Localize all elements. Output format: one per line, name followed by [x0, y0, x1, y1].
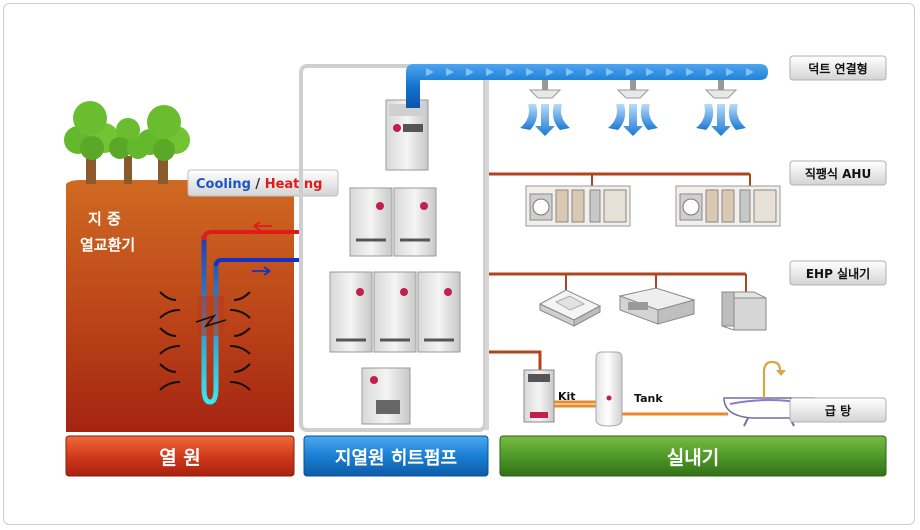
type-tag-duct-label: 덕트 연결형	[808, 61, 867, 76]
tree-icon	[64, 101, 119, 184]
footer-heat-source: 열 원	[65, 435, 295, 477]
borehole-shade	[198, 296, 224, 336]
tank-label: Tank	[634, 392, 663, 405]
duct-flow-arrows	[426, 68, 754, 76]
air-diffuser-icon	[696, 80, 746, 136]
type-tag-ahu: 직팽식 AHU	[789, 160, 887, 186]
type-tag-ehp: EHP 실내기	[789, 260, 887, 286]
ehp-branch	[489, 272, 767, 331]
heat-pump-column	[299, 64, 487, 432]
return-pipe-blue	[214, 258, 303, 267]
supply-pipe-red	[202, 230, 303, 241]
heat-pump-unit-small	[385, 99, 429, 171]
duct-line	[406, 64, 768, 136]
ahu-unit	[675, 185, 781, 227]
mode-tag: Cooling / Heating	[187, 169, 339, 197]
type-tag-hot-water: 급 탕	[789, 397, 887, 423]
exchanger-label-line2: 열교환기	[80, 236, 135, 254]
type-tag-hot-water-label: 급 탕	[825, 403, 851, 418]
heat-pump-unit-bottom	[361, 367, 411, 425]
heat-pump-unit-double	[349, 187, 437, 257]
exchanger-label-line1: 지 중	[88, 210, 121, 228]
ground-block	[66, 180, 294, 432]
flow-arrow-right-icon	[252, 266, 271, 276]
ahu-unit	[525, 185, 631, 227]
type-tag-ahu-label: 직팽식 AHU	[805, 166, 871, 181]
hot-water-kit-unit	[523, 369, 555, 423]
heat-pump-unit-triple	[329, 271, 461, 353]
footer-heat-pump: 지열원 히트펌프	[303, 435, 489, 477]
floor-standing-unit	[721, 291, 767, 331]
tree-icon	[137, 105, 190, 184]
supply-duct	[406, 64, 768, 108]
mode-separator: /	[251, 177, 265, 192]
ground-loop-u-tube	[201, 236, 219, 405]
type-tag-ehp-label: EHP 실내기	[806, 266, 870, 281]
footer-heat-pump-label: 지열원 히트펌프	[335, 448, 457, 469]
footer-indoor-label: 실내기	[667, 447, 719, 469]
footer-heat-source-label: 열 원	[159, 447, 201, 469]
air-diffuser-icon	[520, 80, 570, 136]
flow-arrow-left-icon	[253, 221, 272, 231]
mode-tag-text: Cooling / Heating	[196, 177, 322, 192]
footer-indoor: 실내기	[499, 435, 887, 477]
ducted-indoor-unit	[618, 287, 696, 325]
hot-water-tank	[595, 351, 623, 427]
mode-cooling: Cooling	[196, 177, 251, 192]
ahu-branch	[489, 172, 781, 227]
type-tag-duct: 덕트 연결형	[789, 55, 887, 81]
kit-label: Kit	[558, 390, 576, 403]
break-symbol	[195, 314, 227, 328]
air-diffuser-icon	[608, 80, 658, 136]
hot-water-branch: Kit Tank	[489, 350, 815, 427]
heat-diffusion-arrows	[159, 291, 251, 391]
ground-heat-source: 지 중 열교환기	[64, 101, 294, 432]
mode-heating: Heating	[265, 177, 323, 192]
ceiling-cassette-unit	[538, 289, 602, 327]
